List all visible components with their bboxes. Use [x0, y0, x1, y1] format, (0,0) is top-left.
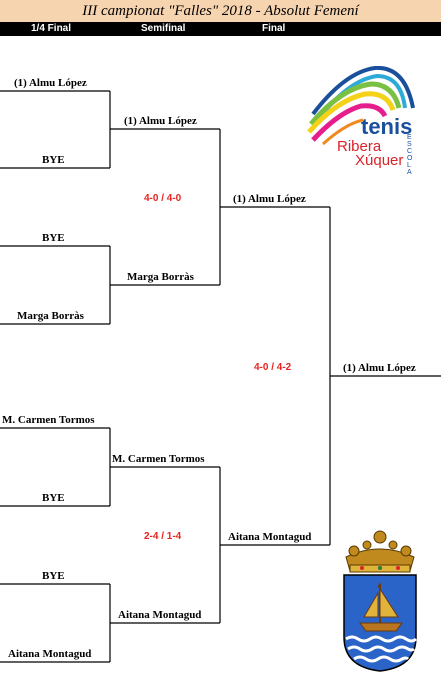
- final-player-2: Aitana Montagud: [228, 531, 312, 543]
- champion-name: (1) Almu López: [343, 362, 416, 374]
- semifinal-player-3: M. Carmen Tormos: [112, 453, 205, 465]
- logo-word-ribera: Ribera: [337, 138, 382, 155]
- round-label-quarterfinal: 1/4 Final: [31, 23, 72, 34]
- semifinal-player-1: (1) Almu López: [124, 115, 197, 127]
- crest-icon: [343, 530, 418, 672]
- quarterfinal-player-4: Marga Borràs: [17, 310, 84, 322]
- quarterfinal-player-3: BYE: [42, 232, 65, 244]
- quarterfinal-player-2: BYE: [42, 154, 65, 166]
- final-player-1: (1) Almu López: [233, 193, 306, 205]
- town-crest: [340, 527, 420, 672]
- score-semifinal-bottom: 2-4 / 1-4: [144, 531, 182, 542]
- logo-word-tenis: tenis: [361, 114, 413, 139]
- quarterfinal-player-8: Aitana Montagud: [8, 648, 92, 660]
- score-final: 4-0 / 4-2: [254, 362, 292, 373]
- round-header: 1/4 Final Semifinal Final: [0, 22, 441, 36]
- round-label-semifinal: Semifinal: [141, 23, 186, 34]
- quarterfinal-player-6: BYE: [42, 492, 65, 504]
- quarterfinal-player-5: M. Carmen Tormos: [2, 414, 95, 426]
- semifinal-player-4: Aitana Montagud: [118, 609, 202, 621]
- logo-word-escola: ESCOLA: [407, 134, 413, 176]
- page-title: III campionat "Falles" 2018 - Absolut Fe…: [0, 0, 441, 22]
- logo-word-xuquer: Xúquer: [355, 152, 404, 169]
- round-label-final: Final: [262, 23, 286, 34]
- quarterfinal-player-1: (1) Almu López: [14, 77, 87, 89]
- quarterfinal-player-7: BYE: [42, 570, 65, 582]
- logo-swoosh-icon: [307, 65, 415, 146]
- score-semifinal-top: 4-0 / 4-0: [144, 193, 182, 204]
- club-logo: tenis Ribera Xúquer ESCOLA: [305, 65, 425, 176]
- semifinal-player-2: Marga Borràs: [127, 271, 194, 283]
